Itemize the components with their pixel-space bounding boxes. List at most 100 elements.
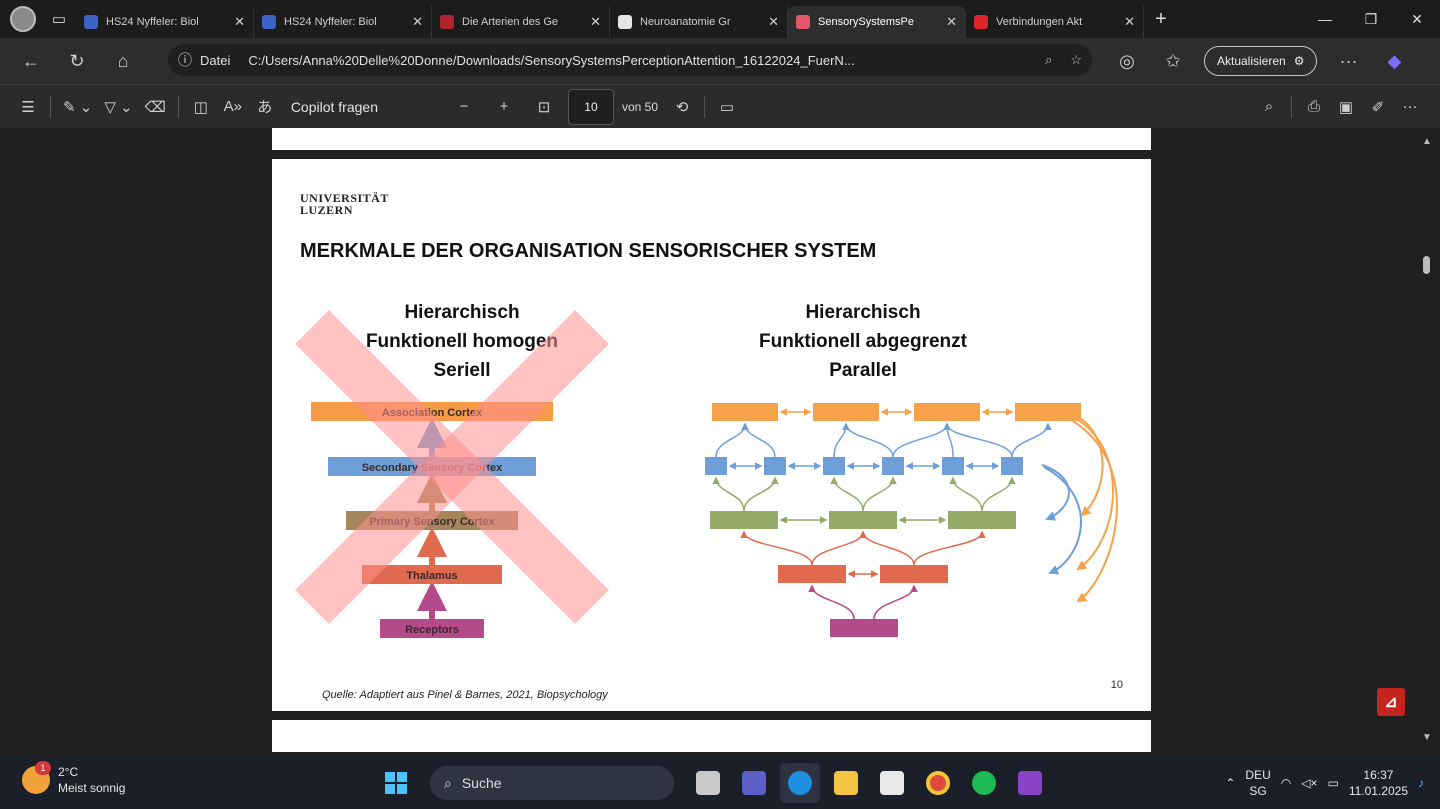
browser-tab[interactable]: HS24 Nyffeler: Biol✕ (254, 6, 432, 38)
reload-icon[interactable]: ↻ (69, 50, 85, 71)
contents-icon[interactable]: ☰ (21, 98, 35, 116)
draw-icon[interactable]: ✎ ⌄ (63, 98, 93, 116)
highlight-icon[interactable]: ▽ ⌄ (104, 98, 133, 116)
workspaces-icon[interactable]: ▭ (51, 11, 67, 28)
page-view-icon[interactable]: ◫ (193, 98, 208, 116)
close-tab-icon[interactable]: ✕ (1124, 14, 1135, 29)
heading-line: Seriell (433, 360, 491, 381)
language-indicator[interactable]: DEU SG (1245, 767, 1270, 799)
primary-box (948, 511, 1016, 529)
heading-line: Hierarchisch (404, 302, 520, 323)
start-button[interactable] (376, 763, 416, 803)
teams-icon[interactable] (734, 763, 774, 803)
primary-arrow (949, 476, 983, 512)
zoom-in-icon[interactable]: + (499, 98, 509, 115)
tab-title: HS24 Nyffeler: Biol (106, 16, 199, 28)
page-number-input[interactable]: 10 (567, 88, 614, 125)
secondary-arrow (1011, 422, 1052, 458)
source-citation: Quelle: Adaptiert aus Pinel & Barnes, 20… (322, 689, 608, 701)
divider (704, 95, 706, 118)
slide-title: MERKMALE DER ORGANISATION SENSORISCHER S… (300, 240, 877, 262)
file-explorer-icon[interactable] (826, 763, 866, 803)
sun-icon: 1 (22, 761, 51, 794)
chrome-icon[interactable] (918, 763, 958, 803)
home-icon[interactable]: ⌂ (117, 50, 129, 71)
task-view-icon[interactable] (688, 763, 728, 803)
copilot-icon[interactable]: ◆ (1387, 50, 1402, 71)
scroll-down-arrow-icon[interactable]: ▼ (1422, 732, 1432, 743)
more-menu-icon[interactable]: ··· (1339, 50, 1358, 71)
serial-box (362, 565, 502, 584)
fit-page-icon[interactable]: ⊡ (537, 98, 551, 116)
close-tab-icon[interactable]: ✕ (946, 14, 957, 29)
pdf-page: UNIVERSITÄT LUZERN MERKMALE DER ORGANISA… (272, 159, 1151, 711)
save-icon[interactable]: ▣ (1338, 98, 1354, 116)
serial-box (380, 619, 484, 638)
close-tab-icon[interactable]: ✕ (768, 14, 779, 29)
maximize-button[interactable]: ❐ (1364, 10, 1378, 27)
close-tab-icon[interactable]: ✕ (590, 14, 601, 29)
favorite-star-icon[interactable]: ☆ (1070, 52, 1082, 67)
address-bar[interactable]: ⓘ Datei C:/Users/Anna%20Delle%20Donne/Do… (168, 44, 1092, 76)
clock[interactable]: 16:37 11.01.2025 (1349, 767, 1408, 799)
translate-icon[interactable]: あ (257, 99, 273, 116)
url-text[interactable]: C:/Users/Anna%20Delle%20Donne/Downloads/… (248, 52, 855, 68)
copilot-button[interactable]: Copilot fragen (290, 98, 378, 115)
zoom-out-icon[interactable]: − (459, 98, 469, 115)
scroll-thumb[interactable] (1423, 256, 1430, 274)
spotify-icon[interactable] (964, 763, 1004, 803)
browser-tab[interactable]: Neuroanatomie Gr✕ (610, 6, 788, 38)
battery-icon[interactable]: ▭ (1327, 775, 1339, 790)
acrobat-icon[interactable]: ⊿ (1377, 688, 1405, 716)
receptor-box (830, 619, 898, 637)
pdf-viewport[interactable]: UNIVERSITÄT LUZERN MERKMALE DER ORGANISA… (0, 128, 1440, 752)
scroll-up-arrow-icon[interactable]: ▲ (1422, 136, 1432, 147)
chevron-up-icon[interactable]: ⌃ (1225, 775, 1236, 790)
browser-tab[interactable]: Die Arterien des Ge✕ (432, 6, 610, 38)
browser-tab[interactable]: HS24 Nyffeler: Biol ✕ (76, 6, 254, 38)
secondary-arrow (943, 422, 1013, 458)
close-window-button[interactable]: ✕ (1411, 10, 1423, 27)
organisation-diagram: Association CortexSecondary Sensory Cort… (295, 310, 1118, 638)
print-icon[interactable]: ⎙ (1307, 98, 1320, 115)
serial-hierarchy-diagram: Association CortexSecondary Sensory Cort… (295, 310, 609, 638)
volume-muted-icon[interactable]: ◁× (1301, 775, 1318, 790)
system-tray: ⌃ DEU SG ◠ ◁× ▭ 16:37 11.01.2025 ♪ (1225, 756, 1440, 809)
tab-title: SensorySystemsPe (818, 16, 914, 28)
new-tab-button[interactable]: + (1155, 7, 1167, 30)
close-tab-icon[interactable]: ✕ (234, 14, 245, 29)
university-logo: UNIVERSITÄT LUZERN (300, 192, 389, 216)
update-button[interactable]: Aktualisieren ⚙ (1204, 46, 1318, 76)
weather-widget[interactable]: 1 2°C Meist sonnig (22, 761, 125, 796)
edge-icon[interactable] (780, 763, 820, 803)
secondary-box (764, 457, 786, 475)
info-icon[interactable]: ⓘ (178, 52, 192, 68)
update-button-label: Aktualisieren (1217, 54, 1286, 68)
clock-time: 16:37 (1363, 767, 1394, 782)
next-page (272, 720, 1151, 752)
more-options-icon[interactable]: ··· (1402, 98, 1418, 115)
store-icon[interactable] (872, 763, 912, 803)
profile-avatar[interactable] (10, 6, 36, 32)
close-tab-icon[interactable]: ✕ (412, 14, 423, 29)
search-icon[interactable]: ⌕ (1264, 98, 1274, 115)
favorites-icon[interactable]: ✩ (1165, 50, 1181, 71)
primary-box (710, 511, 778, 529)
browser-tab[interactable]: Verbindungen Akt✕ (966, 6, 1144, 38)
onenote-icon[interactable] (1010, 763, 1050, 803)
back-icon[interactable]: ← (22, 50, 40, 71)
two-page-icon[interactable]: ▭ (719, 98, 735, 116)
wifi-icon[interactable]: ◠ (1280, 775, 1292, 790)
search-placeholder: Suche (461, 775, 502, 791)
notification-bell-icon[interactable]: ♪ (1418, 775, 1424, 790)
save-as-icon[interactable]: ✐ (1371, 98, 1385, 116)
browser-tab[interactable]: SensorySystemsPe ✕ (788, 6, 966, 38)
minimize-button[interactable]: — (1318, 11, 1332, 27)
rotate-icon[interactable]: ⟲ (675, 98, 689, 116)
zoom-search-icon[interactable]: ⌕ (1045, 52, 1053, 67)
vertical-scrollbar[interactable]: ▲ ▼ (1418, 128, 1436, 752)
extensions-icon[interactable]: ◎ (1119, 50, 1135, 71)
taskbar-search[interactable]: ⌕ Suche (430, 766, 674, 800)
erase-icon[interactable]: ⌫ (144, 98, 166, 116)
read-aloud-icon[interactable]: A» (223, 98, 242, 115)
